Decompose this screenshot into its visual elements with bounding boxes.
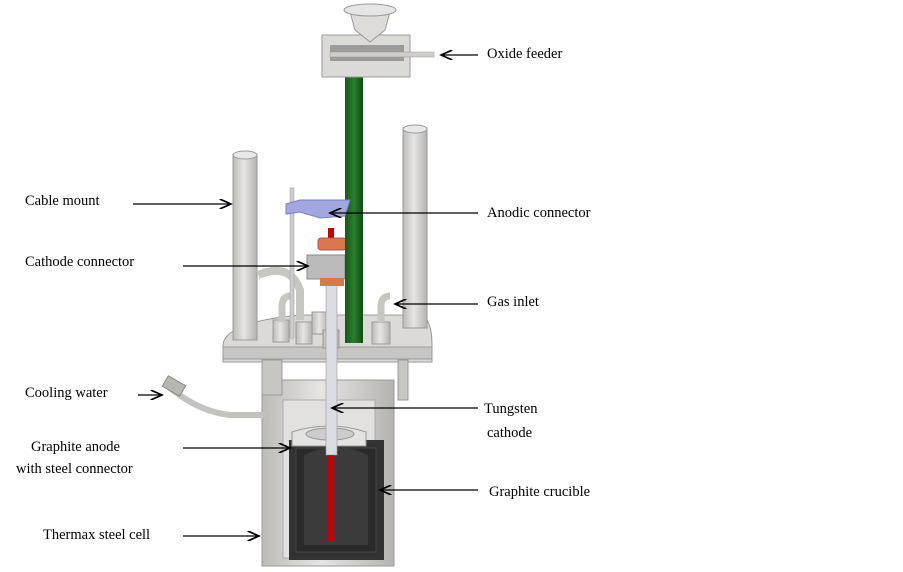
- label-tungsten-cathode-line1: Tungsten: [484, 401, 538, 417]
- label-anodic-connector: Anodic connector: [487, 205, 591, 221]
- leader-arrows: [133, 55, 478, 536]
- cathode-connector: [306, 237, 347, 286]
- label-tungsten-cathode-line2: cathode: [487, 425, 533, 441]
- label-thermax-cell: Thermax steel cell: [43, 527, 151, 543]
- label-graphite-anode-line2: with steel connector: [16, 461, 133, 477]
- label-oxide-feeder: Oxide feeder: [487, 46, 563, 62]
- feeder-tube: [345, 73, 363, 343]
- label-cable-mount: Cable mount: [25, 193, 100, 209]
- fittings: [256, 267, 391, 349]
- anodic-connector: [285, 199, 351, 219]
- label-graphite-crucible: Graphite crucible: [489, 484, 591, 500]
- oxide-feeder: [321, 3, 435, 78]
- cable-mount-left: [232, 150, 258, 341]
- graphite-crucible: [289, 440, 384, 560]
- label-cooling-water: Cooling water: [25, 385, 108, 401]
- anode-rod: [289, 187, 295, 339]
- label-graphite-anode-line1: Graphite anode: [31, 439, 120, 455]
- cable-mount-right: [402, 124, 428, 329]
- label-cathode-connector: Cathode connector: [25, 254, 135, 270]
- gas-inlet: [278, 292, 391, 322]
- cooling-water-hose: [161, 375, 265, 418]
- label-gas-inlet: Gas inlet: [487, 294, 539, 310]
